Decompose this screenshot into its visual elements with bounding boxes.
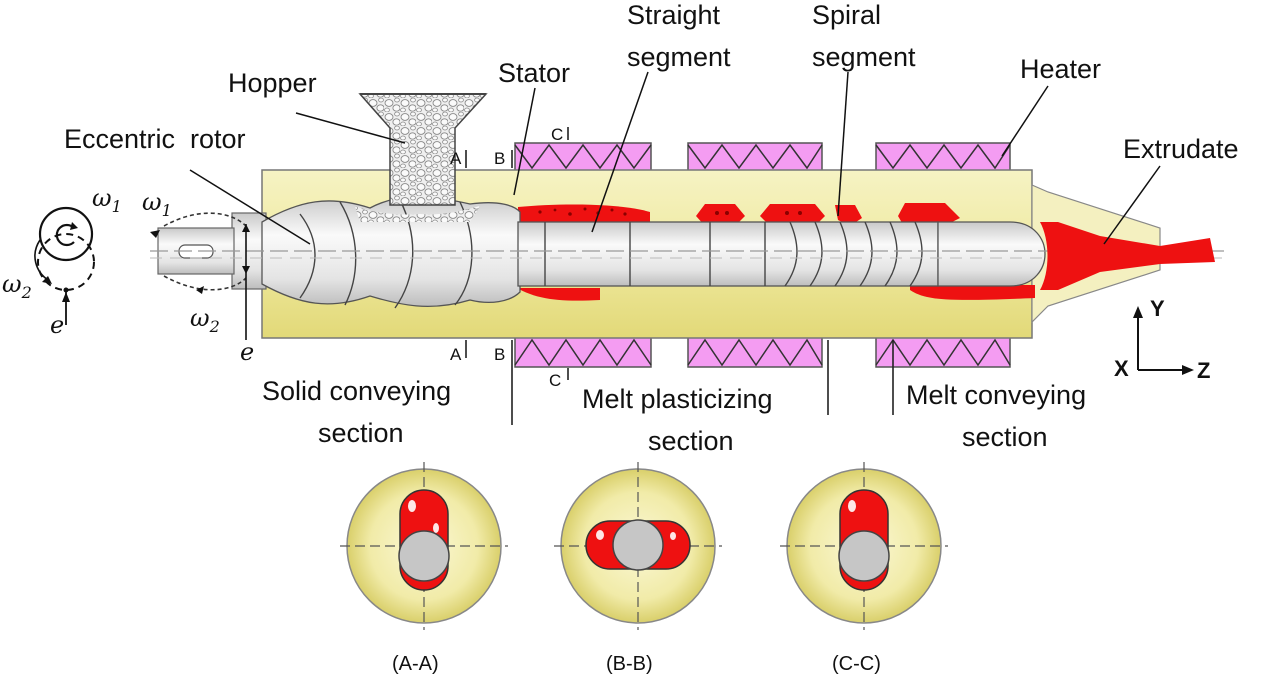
section-marks: A B C A B C xyxy=(450,125,563,390)
label-eccentric-rotor: Eccentric rotor xyxy=(64,124,246,154)
label-melt-plast-line2: section xyxy=(648,426,734,456)
heater-bands xyxy=(514,142,1011,368)
omega1-shaft: ω1 xyxy=(142,188,172,220)
omega2-shaft-sub: 2 xyxy=(209,317,220,336)
heater-2-bottom xyxy=(687,336,823,368)
mark-c-top: C xyxy=(551,125,563,144)
cross-section-cc xyxy=(780,462,948,630)
symbol-labels: ω1 ω2 e ω1 ω2 e xyxy=(2,184,254,366)
label-extrudate: Extrudate xyxy=(1123,134,1239,164)
label-spiral-line1: Spiral xyxy=(812,0,881,30)
e-left: e xyxy=(50,311,64,339)
extrudate xyxy=(1040,222,1215,290)
omega2-left-sub: 2 xyxy=(21,283,32,302)
caption-aa: (A-A) xyxy=(392,653,439,675)
label-hopper: Hopper xyxy=(228,68,317,98)
caption-cc: (C-C) xyxy=(832,653,881,675)
omega2-shaft: ω2 xyxy=(190,304,220,336)
axis-label-x: X xyxy=(1114,356,1129,381)
heater-1-top xyxy=(514,142,652,172)
label-straight-line2: segment xyxy=(627,42,731,72)
mark-a-bottom: A xyxy=(450,345,462,364)
label-stator: Stator xyxy=(498,58,570,88)
mark-b-top: B xyxy=(494,149,505,168)
omega1-left: ω1 xyxy=(92,184,122,216)
omega2-left: ω2 xyxy=(2,270,32,302)
mark-a-top: A xyxy=(450,149,462,168)
axis-label-y: Y xyxy=(1150,296,1165,321)
omega1-shaft-omega: ω xyxy=(142,188,162,216)
axis-labels: Y X Z xyxy=(1114,296,1210,383)
heater-2-top xyxy=(687,142,823,172)
section-mark-lines xyxy=(465,127,894,425)
axis-label-z: Z xyxy=(1197,358,1210,383)
mark-b-bottom: B xyxy=(494,345,505,364)
label-spiral-line2: segment xyxy=(812,42,916,72)
cross-section-aa xyxy=(340,462,508,630)
label-solid-line1: Solid conveying xyxy=(262,376,451,406)
omega2-shaft-omega: ω xyxy=(190,304,210,332)
heater-3-top xyxy=(875,142,1011,172)
rotation-symbol-left xyxy=(34,206,95,325)
caption-bb: (B-B) xyxy=(606,653,653,675)
label-melt-conv-line1: Melt conveying xyxy=(906,380,1086,410)
melt-speckles xyxy=(538,207,802,216)
eccentric-rotor xyxy=(150,196,1230,309)
section-labels: Solid conveying section Melt plasticizin… xyxy=(262,376,1086,456)
label-heater: Heater xyxy=(1020,54,1101,84)
hopper xyxy=(355,93,488,222)
e-shaft: e xyxy=(240,338,254,366)
cross-section-bb xyxy=(554,462,722,630)
cross-section-captions: (A-A) (B-B) (C-C) xyxy=(392,653,881,675)
omega1-left-sub: 1 xyxy=(112,197,122,216)
label-melt-conv-line2: section xyxy=(962,422,1048,452)
heater-1-bottom xyxy=(514,336,652,368)
rotation-symbol-shaft xyxy=(150,212,250,340)
label-solid-line2: section xyxy=(318,418,404,448)
heater-3-bottom xyxy=(875,336,1011,368)
label-straight-line1: Straight xyxy=(627,0,721,30)
coordinate-axes xyxy=(1133,306,1194,375)
omega2-left-omega: ω xyxy=(2,270,22,298)
leader-lines xyxy=(189,71,1161,245)
omega1-left-omega: ω xyxy=(92,184,112,212)
label-melt-plast-line1: Melt plasticizing xyxy=(582,384,773,414)
omega1-shaft-sub: 1 xyxy=(162,201,172,220)
mark-c-bottom: C xyxy=(549,371,561,390)
component-labels: Hopper Eccentric rotor Stator Straight s… xyxy=(64,0,1239,164)
